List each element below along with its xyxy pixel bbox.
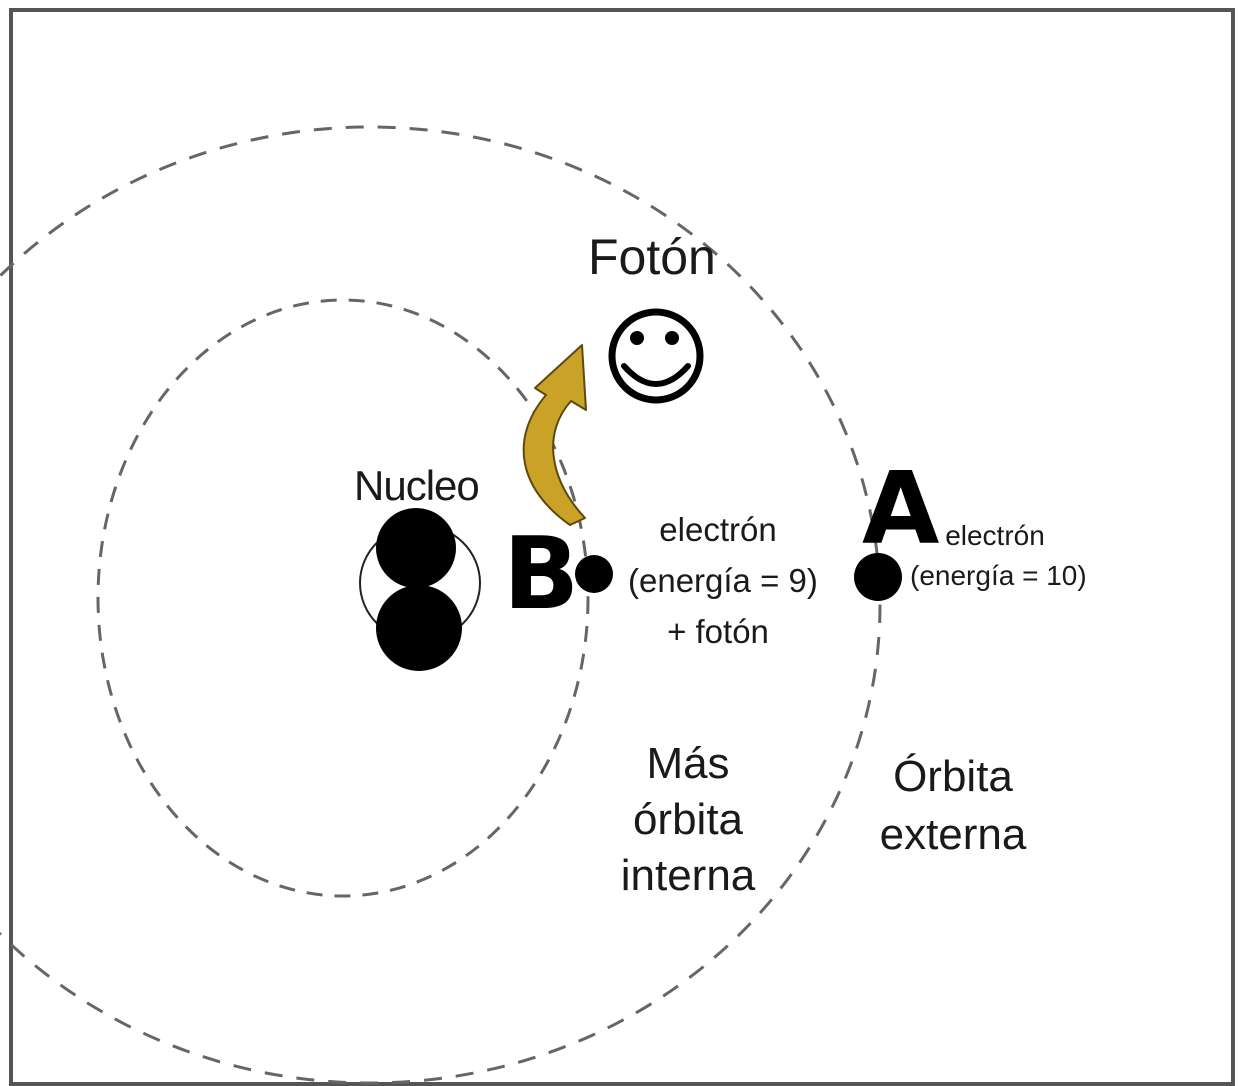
- electron-a: [854, 553, 902, 601]
- inner-orbit: [96, 298, 590, 898]
- inner-orbit-caption-line3: interna: [620, 851, 756, 900]
- frame-border: [9, 8, 1235, 1086]
- nucleus-label: Nucleo: [354, 462, 480, 509]
- nucleus: [359, 508, 481, 671]
- outer-orbit: [0, 125, 882, 1085]
- electron-a-caption: electrón (energía = 10): [910, 516, 1087, 596]
- electron-a-caption-line1: electrón: [945, 520, 1045, 551]
- electron-b-caption-line3: + fotón: [667, 613, 769, 650]
- nucleus-particle-bottom: [376, 585, 462, 671]
- outer-orbit-caption: Órbita externa: [868, 748, 1038, 864]
- photon-label: Fotón: [588, 229, 716, 285]
- inner-orbit-caption: Más órbita interna: [608, 736, 768, 904]
- curved-arrow-icon: [522, 344, 587, 526]
- outer-orbit-caption-line2: externa: [879, 810, 1027, 859]
- inner-orbit-caption-line1: Más: [646, 739, 730, 788]
- electron-b-caption-line1: electrón: [659, 511, 777, 548]
- smiley-photon-icon: [608, 308, 704, 404]
- point-a-label: A: [862, 450, 940, 567]
- electron-b-caption-line2: (energía = 9): [628, 562, 818, 599]
- electron-a-caption-line2: (energía = 10): [910, 560, 1087, 591]
- point-b-label: B: [503, 515, 580, 632]
- nucleus-particle-top: [376, 508, 456, 588]
- electron-b-caption: electrón (energía = 9) + fotón: [628, 504, 818, 657]
- outer-orbit-caption-line1: Órbita: [893, 752, 1013, 801]
- electron-b: [575, 555, 613, 593]
- inner-orbit-caption-line2: órbita: [632, 795, 744, 844]
